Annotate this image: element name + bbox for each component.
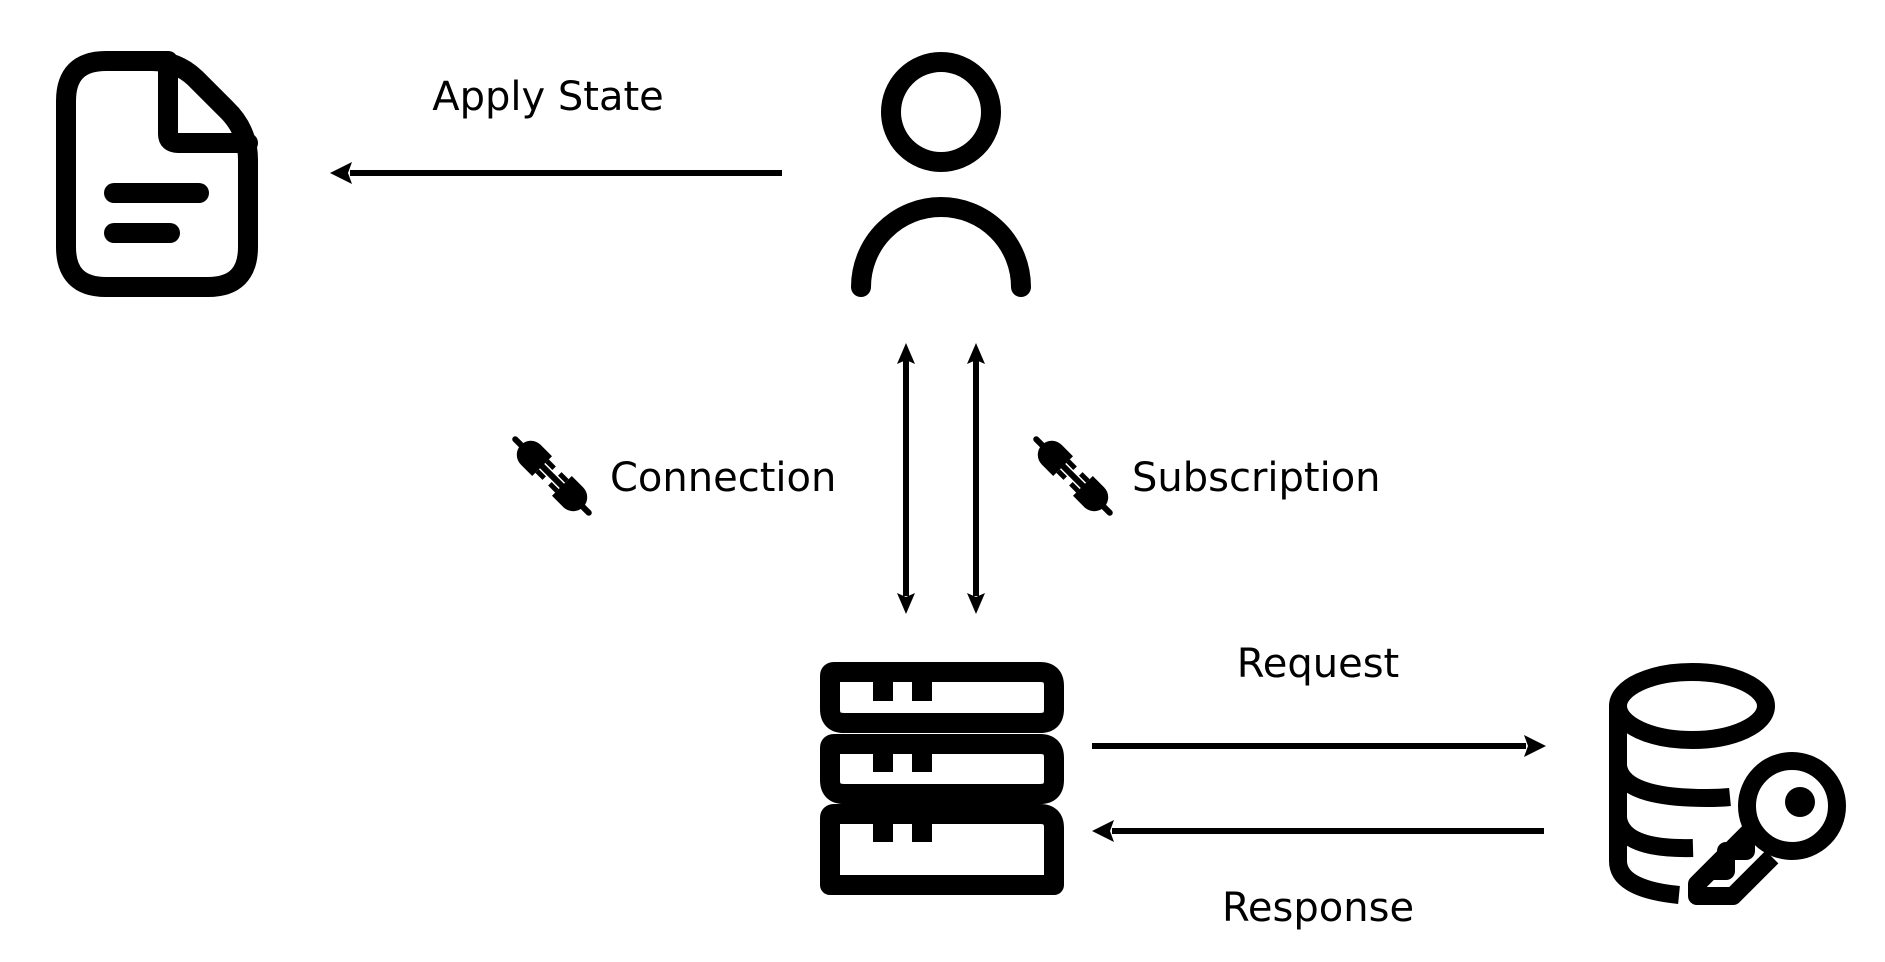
- plug-icon: [1033, 436, 1113, 516]
- key-hole-icon: [1785, 787, 1815, 817]
- subscription-label: Subscription: [1132, 455, 1381, 501]
- database-key-icon: [1609, 663, 1846, 905]
- server-icon: [820, 662, 1064, 895]
- response-arrow: [1092, 820, 1544, 842]
- response-label: Response: [1222, 885, 1414, 931]
- apply-state-arrow: [330, 162, 782, 184]
- request-label: Request: [1237, 641, 1399, 687]
- connection-label: Connection: [610, 455, 836, 501]
- document-icon: [56, 51, 258, 297]
- user-icon: [851, 52, 1031, 297]
- apply-state-label: Apply State: [432, 74, 664, 120]
- plug-icon: [512, 436, 592, 516]
- connection-arrow: [897, 343, 915, 614]
- request-arrow: [1092, 735, 1546, 757]
- subscription-arrow: [967, 343, 985, 614]
